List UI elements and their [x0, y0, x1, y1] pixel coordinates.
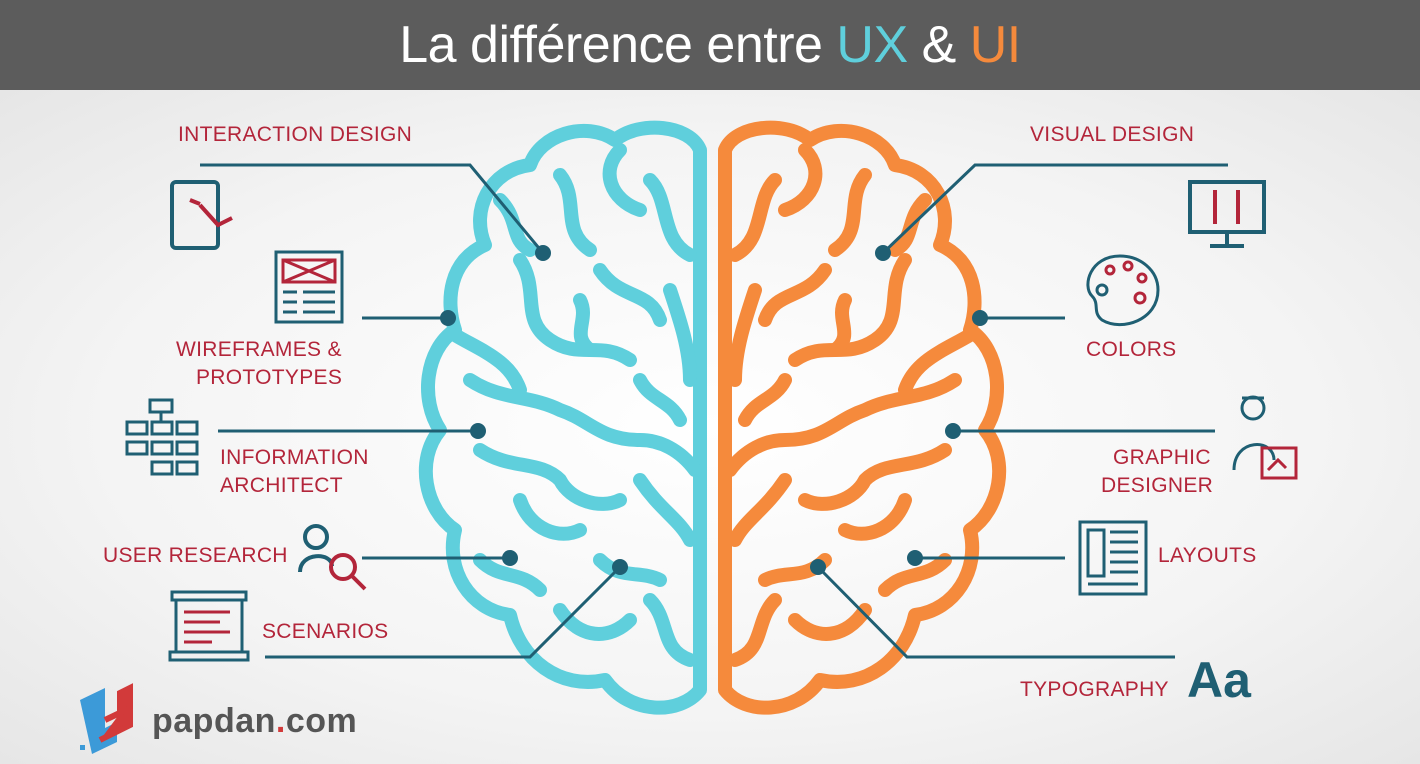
scroll-document-icon: [168, 590, 250, 662]
label-graphic-line2: DESIGNER: [1101, 474, 1214, 497]
designer-icon: [1232, 395, 1298, 480]
label-wireframes-line2: PROTOTYPES: [196, 366, 343, 389]
label-colors: COLORS: [1086, 338, 1177, 361]
connector-typography: [816, 565, 1175, 659]
title-prefix: La différence entre: [399, 16, 837, 74]
label-visual-design: VISUAL DESIGN: [1030, 123, 1195, 146]
label-layouts: LAYOUTS: [1158, 544, 1257, 567]
sitemap-icon: [125, 398, 199, 476]
connector-dots: [440, 245, 988, 575]
connector-scenarios: [265, 565, 622, 659]
page-title: La différence entre UX & UI: [399, 15, 1022, 75]
connector-interaction-design: [200, 163, 545, 254]
header-bar: La différence entre UX & UI: [0, 0, 1420, 90]
title-ux: UX: [836, 16, 908, 74]
logo-name: papdan: [152, 702, 276, 740]
logo-dot: .: [275, 702, 286, 740]
monitor-brushes-icon: [1188, 180, 1266, 248]
connectors: [200, 163, 1228, 659]
title-ui: UI: [969, 16, 1022, 74]
label-wireframes-line1: WIREFRAMES &: [176, 338, 342, 361]
ui-brain-lobe: [718, 120, 1007, 715]
wireframe-icon: [274, 250, 344, 324]
ux-brain-lobe: [418, 120, 707, 715]
logo-tld: com: [285, 702, 358, 740]
connector-visual-design: [881, 163, 1228, 255]
label-typography: TYPOGRAPHY: [1020, 678, 1169, 701]
label-information-line2: ARCHITECT: [220, 474, 343, 497]
palette-icon: [1086, 254, 1160, 326]
title-amp: &: [907, 16, 970, 74]
papdan-logo-text: papdan.com: [152, 702, 357, 741]
label-information-line1: INFORMATION: [220, 446, 369, 469]
label-graphic-line1: GRAPHIC: [1113, 446, 1211, 469]
label-interaction-design: INTERACTION DESIGN: [178, 123, 413, 146]
label-scenarios: SCENARIOS: [262, 620, 389, 643]
typography-icon: Aa: [1187, 652, 1252, 708]
tablet-touch-icon: [170, 180, 233, 250]
papdan-logo-icon: [80, 683, 133, 754]
layout-icon: [1078, 520, 1148, 596]
user-search-icon: [298, 524, 367, 591]
label-user-research: USER RESEARCH: [103, 544, 288, 567]
